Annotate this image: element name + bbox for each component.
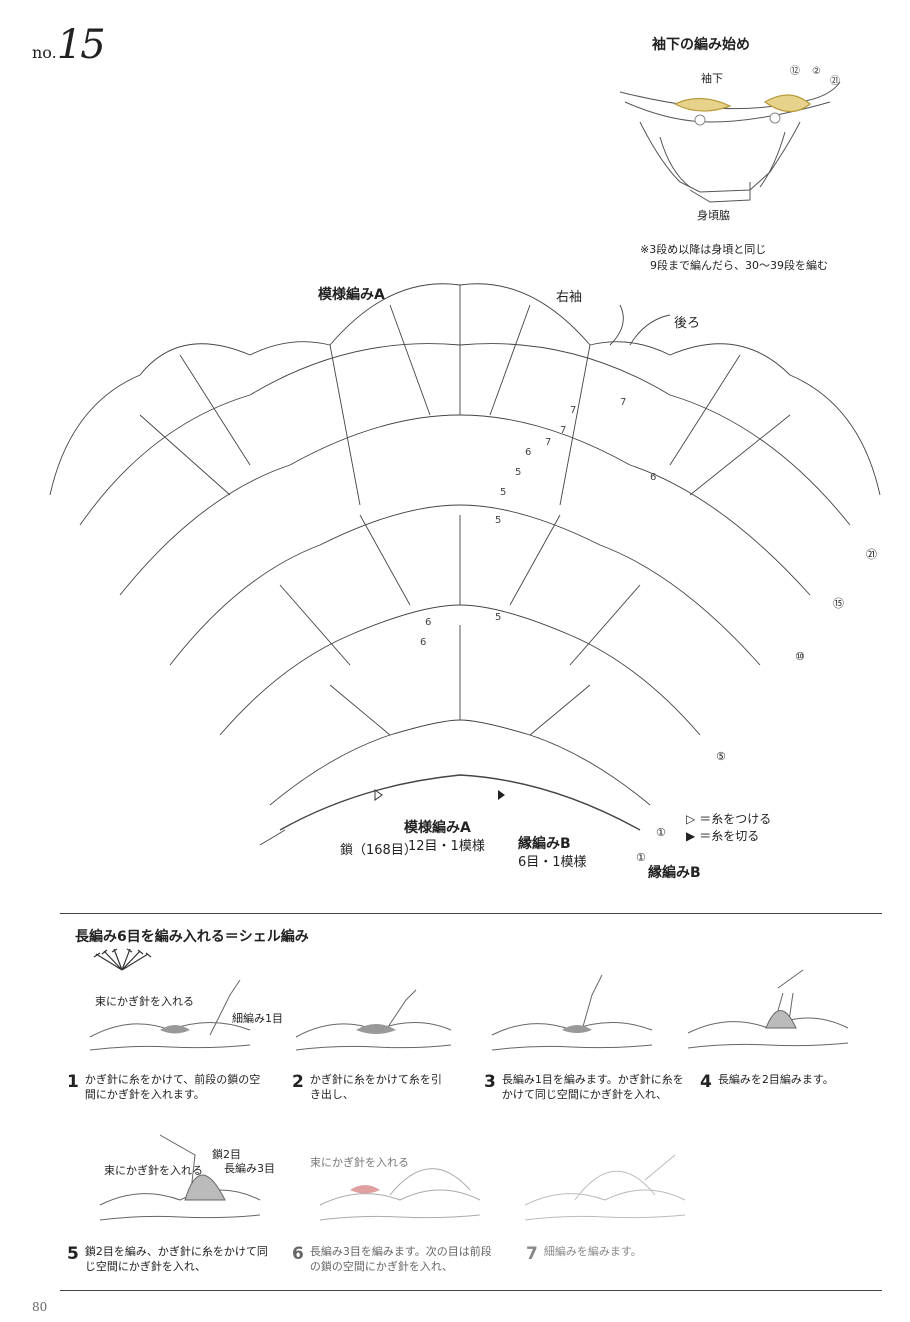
step-6-callout-insert: 束にかぎ針を入れる: [310, 1156, 409, 1169]
step-2-number: 2: [292, 1072, 304, 1092]
step-3-text: 長編み1目を編みます。かぎ針に糸をかけて同じ空間にかぎ針を入れ、: [501, 1073, 684, 1101]
step-4-number: 4: [700, 1072, 712, 1092]
inset-note-line1: ※3段め以降は身頃と同じ: [640, 243, 767, 256]
inner-number: 6: [420, 637, 426, 648]
shell-stitch-symbol-icon: [93, 948, 152, 971]
label-right-sleeve: 右袖: [556, 290, 583, 305]
inset-diagram: ⑫ ② ㉑: [619, 65, 841, 203]
legend-attach-text: ＝糸をつける: [699, 812, 772, 826]
inner-number: 7: [560, 425, 566, 436]
label-back: 後ろ: [674, 316, 701, 331]
step-7-text: 細編みを編みます。: [543, 1245, 642, 1258]
step-3: 3 長編み1目を編みます。かぎ針に糸をかけて同じ空間にかぎ針を入れ、: [484, 1072, 684, 1102]
pattern-number-prefix: no.: [32, 43, 57, 62]
step-4: 4 長編みを2目編みます。: [700, 1072, 860, 1092]
step-5-callout-dc3: 長編み3目: [224, 1162, 275, 1175]
step-5-callout-ch2: 鎖2目: [212, 1148, 241, 1161]
legend-attach: ▷ ＝糸をつける: [686, 810, 771, 827]
label-pattern-a-bottom: 模様編みA: [404, 820, 471, 836]
inset-marker-2: ②: [812, 66, 821, 77]
label-edging-b-repeat: 6目・1模様: [518, 855, 587, 870]
row-number-10: ⑩: [795, 650, 805, 663]
page-number: 80: [32, 1300, 48, 1314]
step-3-illustration: [491, 974, 653, 1051]
inner-number: 7: [620, 397, 626, 408]
inner-number: 5: [495, 612, 501, 623]
step-5-callout-insert: 束にかぎ針を入れる: [104, 1164, 203, 1177]
step-7-number: 7: [526, 1244, 538, 1264]
step-5: 5 鎖2目を編み、かぎ針に糸をかけて同じ空間にかぎ針を入れ、: [67, 1244, 277, 1274]
inner-number: 6: [650, 472, 656, 483]
inset-title: 袖下の編み始め: [652, 37, 750, 53]
legend-cut-text: ＝糸を切る: [699, 829, 760, 843]
inner-number: 6: [525, 447, 531, 458]
step-1-illustration: [89, 979, 251, 1051]
crochet-chart: 7 7 7 7 6 6 5 5 5 6 6 5: [49, 283, 881, 846]
step-1: 1 かぎ針に糸をかけて、前段の鎖の空間にかぎ針を入れます。: [67, 1072, 267, 1102]
section-divider-top: [60, 913, 882, 914]
legend-cut: ▶ ＝糸を切る: [686, 827, 771, 844]
step-2-illustration: [295, 989, 452, 1051]
inset-label-body-side: 身頃脇: [697, 209, 730, 222]
step-5-text: 鎖2目を編み、かぎ針に糸をかけて同じ空間にかぎ針を入れ、: [84, 1245, 268, 1273]
inner-number: 5: [495, 515, 501, 526]
inner-number: 7: [545, 437, 551, 448]
step-3-number: 3: [484, 1072, 496, 1092]
step-2: 2 かぎ針に糸をかけて糸を引き出し、: [292, 1072, 442, 1102]
inset-marker-21: ㉑: [830, 75, 840, 87]
step-1-text: かぎ針に糸をかけて、前段の鎖の空間にかぎ針を入れます。: [84, 1073, 261, 1101]
label-pattern-a-top: 模様編みA: [318, 287, 385, 303]
step-1-callout-sc: 細編み1目: [232, 1012, 283, 1025]
step-7: 7 細編みを編みます。: [526, 1244, 706, 1264]
pattern-number-value: 15: [56, 22, 106, 68]
row-number-1-a: ①: [656, 826, 666, 839]
step-6-text: 長編み3目を編みます。次の目は前段の鎖の空間にかぎ針を入れ、: [309, 1245, 492, 1273]
step-2-text: かぎ針に糸をかけて糸を引き出し、: [309, 1073, 442, 1101]
row-number-5: ⑤: [716, 750, 726, 763]
step-1-callout-insert: 束にかぎ針を入れる: [95, 995, 194, 1008]
step-4-text: 長編みを2目編みます。: [717, 1073, 834, 1086]
step-5-number: 5: [67, 1244, 79, 1264]
step-6-number: 6: [292, 1244, 304, 1264]
inner-number: 7: [570, 405, 576, 416]
inner-number: 5: [515, 467, 521, 478]
label-edging-b-right: 縁編みB: [648, 865, 701, 881]
inset-note-line2: 9段まで編んだら、30～39段を編む: [650, 259, 828, 272]
step-6-illustration: [319, 1168, 481, 1221]
label-edging-b-mid: 縁編みB: [518, 836, 571, 852]
step-4-illustration: [687, 969, 849, 1049]
attach-yarn-icon: ▷: [686, 811, 696, 826]
step-1-number: 1: [67, 1072, 79, 1092]
row-number-15: ⑮: [833, 597, 844, 610]
section-divider-bottom: [60, 1290, 882, 1291]
step-7-illustration: [524, 1154, 686, 1221]
inset-marker-12: ⑫: [790, 65, 800, 77]
cut-yarn-icon: ▶: [686, 828, 696, 843]
pattern-number: no.15: [32, 22, 106, 68]
inset-label-sleeve-under: 袖下: [701, 72, 723, 85]
label-pattern-a-repeat: 12目・1模様: [408, 839, 485, 854]
howto-title: 長編み6目を編み入れる＝シェル編み: [75, 929, 309, 945]
step-6: 6 長編み3目を編みます。次の目は前段の鎖の空間にかぎ針を入れ、: [292, 1244, 492, 1274]
step-5-illustration: [99, 1134, 261, 1221]
label-chain: 鎖（168目）: [340, 843, 417, 858]
inner-number: 5: [500, 487, 506, 498]
legend: ▷ ＝糸をつける ▶ ＝糸を切る: [686, 810, 771, 844]
row-number-21: ㉑: [866, 548, 877, 561]
row-number-1-b: ①: [636, 851, 646, 864]
inner-number: 6: [425, 617, 431, 628]
